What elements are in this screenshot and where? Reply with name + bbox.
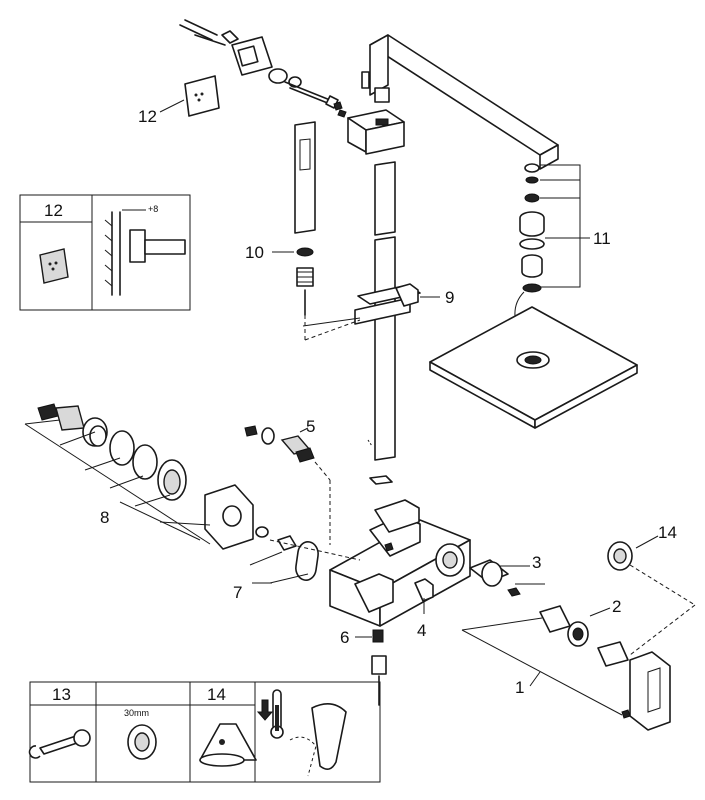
callout-5: 5 [306,417,315,436]
legend-label-14: 14 [207,685,226,704]
socket-size: 30mm [124,708,149,718]
inset-box-12: 12 +8 [19,194,191,311]
tool-legend: 13 14 30mm [28,681,381,783]
callout-12: 12 [138,107,157,126]
cover-plate-12: 12 [138,75,220,126]
callout-8: 8 [100,508,109,527]
shower-rail [367,161,396,485]
dashed-guides [269,315,361,561]
callout-3: 3 [532,553,541,572]
callout-10: 10 [245,243,264,262]
cartridge-3: 3 [469,553,545,597]
wall-mount-assembly [179,19,347,118]
legend-label-13: 13 [52,685,71,704]
socket-icon [127,724,157,760]
callout-2: 2 [612,597,621,616]
grease-cap-14: 14 [607,523,677,571]
shower-arm [361,34,559,170]
thermostat-body: 4 [329,499,471,640]
callout-6: 6 [340,628,349,647]
hand-shower-10: 10 [245,121,316,316]
grease-cap-icon [199,723,257,767]
callout-9: 9 [445,288,454,307]
inset-header-12: 12 [44,201,63,220]
check-valve-7: 7 [233,535,319,602]
rail-connector-block [333,101,405,155]
flow-parts-5: 5 [244,417,331,481]
callout-14: 14 [658,523,677,542]
callout-1: 1 [515,678,524,697]
shower-head-plate [429,306,638,429]
slider-9: 9 [302,283,454,327]
outlet-6: 6 [340,628,387,706]
callout-7: 7 [233,583,242,602]
wrench-icon [28,729,91,759]
inset-dimension: +8 [148,204,158,214]
callout-11: 11 [593,229,611,248]
temperature-handle-icon [256,689,347,777]
head-seals-11: 11 [514,163,611,351]
handle-assembly: 2 1 [461,564,696,731]
callout-4: 4 [417,621,426,640]
inlet-parts-8: 8 [24,403,269,550]
